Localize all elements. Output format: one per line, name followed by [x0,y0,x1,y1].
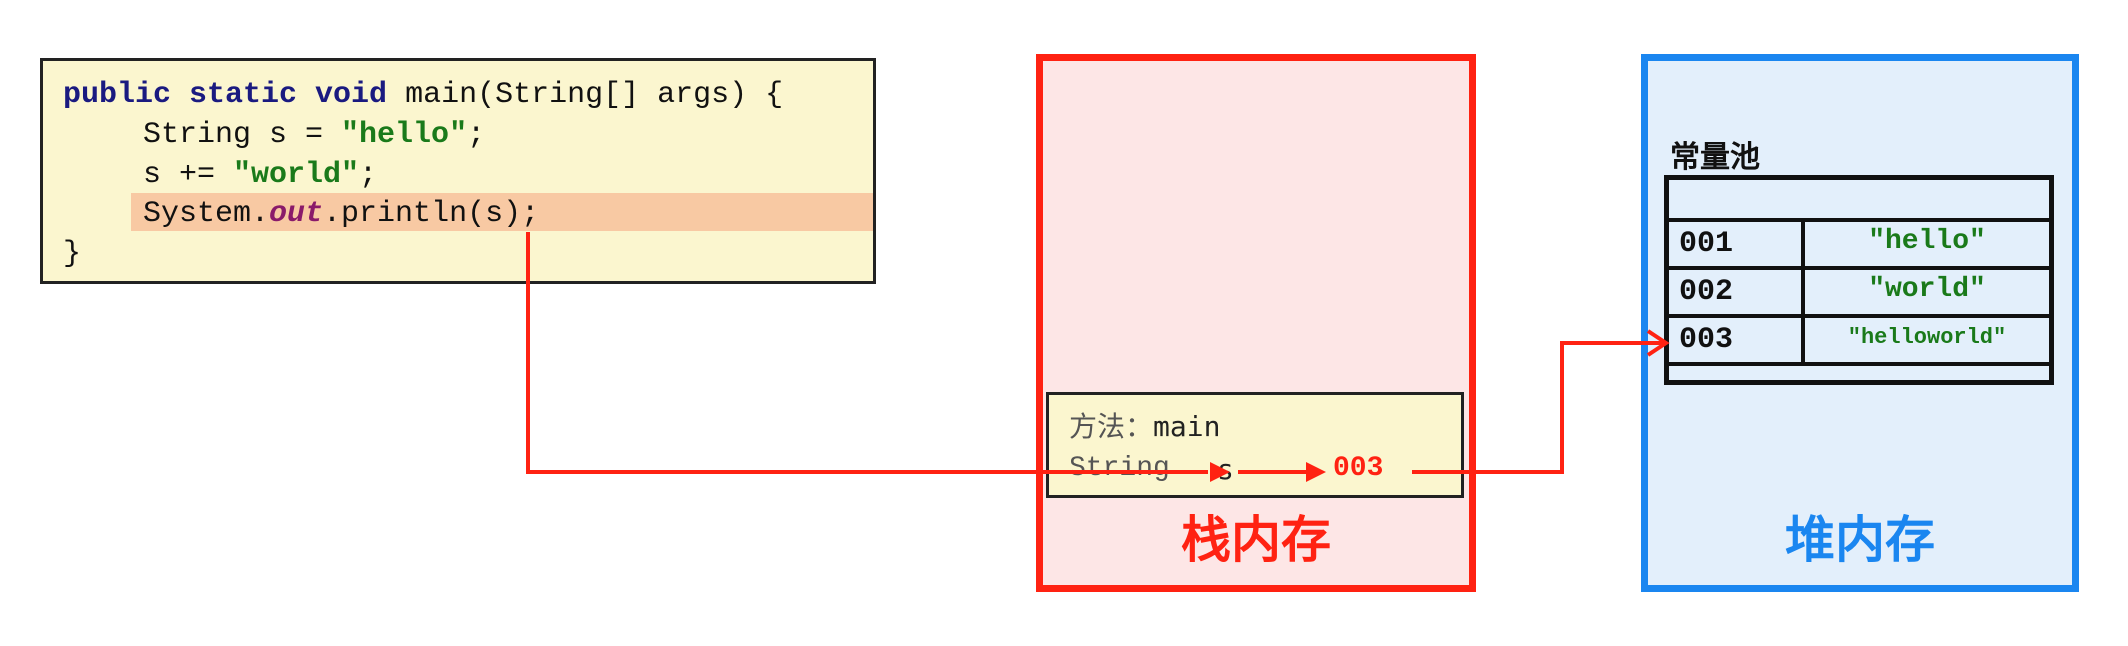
frame-method-line: 方法：main [1069,405,1220,445]
method-label: 方法： [1069,410,1154,443]
pool-value: "hello" [1868,226,1986,257]
string-literal: "world" [233,158,360,192]
code-line-3: s += "world"; [143,155,377,195]
pool-address: 003 [1669,318,1805,362]
variable-name: s [1217,453,1234,486]
code-text: ; [359,158,378,192]
code-text: main(String[] args) { [387,78,784,112]
string-literal: "hello" [341,118,468,152]
arrowhead-icon [1210,462,1230,482]
code-text: .println(s); [323,197,540,231]
pool-address: 002 [1669,270,1805,314]
pool-address: 001 [1669,222,1805,266]
stack-memory-label: 栈内存 [1181,511,1331,569]
stack-frame: 方法：main String s 003 [1046,392,1464,498]
code-line-4: System.out.println(s); [143,194,539,234]
code-text: s += [143,158,234,192]
arrowhead-icon [1646,329,1670,357]
method-name: main [1153,410,1221,443]
pool-row: 002 "world" [1669,266,2049,314]
static-field: out [269,197,324,231]
code-line-1: public static void main(String[] args) { [63,75,783,115]
heap-memory-label: 堆内存 [1785,511,1935,569]
stack-to-heap-arrow-line [1412,341,1664,474]
variable-value: 003 [1333,453,1384,484]
code-to-stack-arrow-line [526,232,1208,474]
current-line-highlight [131,193,873,231]
pool-row-empty [1669,362,2049,380]
pool-row: 001 "hello" [1669,218,2049,266]
code-text: System. [143,197,270,231]
pool-value: "helloworld" [1847,325,2007,350]
pool-value: "world" [1868,274,1986,305]
code-block: public static void main(String[] args) {… [40,58,876,284]
code-line-5: } [63,237,82,271]
constant-pool-title: 常量池 [1670,140,1760,175]
code-text: ; [467,118,486,152]
pool-row: 003 "helloworld" [1669,314,2049,362]
constant-pool-table: 001 "hello" 002 "world" 003 "helloworld" [1664,175,2054,385]
code-text: String s = [143,118,342,152]
arrowhead-icon [1306,462,1326,482]
stack-memory-box [1036,54,1476,592]
code-keywords: public static void [63,78,388,112]
code-line-2: String s = "hello"; [143,115,485,155]
variable-type: String [1069,453,1170,484]
